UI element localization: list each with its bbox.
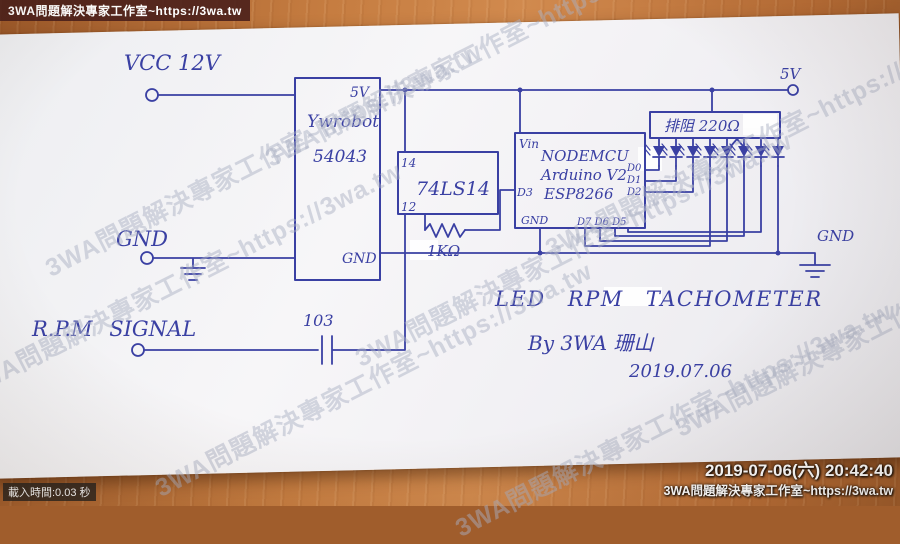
led-icon (738, 146, 750, 157)
whiteout-patch (743, 114, 777, 135)
regulator-box (294, 77, 381, 281)
inverter-name: 74LS14 (416, 178, 490, 200)
regulator-model: 54043 (313, 147, 367, 167)
mcu-name-2: Arduino V2 (539, 166, 627, 184)
gnd-left-label: GND (116, 227, 168, 251)
inverter-box (397, 151, 499, 215)
vcc-terminal (145, 88, 159, 102)
caret-mark (730, 138, 744, 147)
whiteout-patch (410, 240, 438, 260)
whiteout-patches (410, 114, 777, 306)
regulator-pin-5v: 5V (350, 85, 371, 101)
junction-dot (537, 250, 543, 256)
led-routing-wires (584, 165, 779, 254)
diagram-byline: By 3WA 珊山 (527, 331, 655, 355)
resistor-network-box (649, 111, 781, 139)
junction-dot (775, 250, 781, 256)
junction-dot (709, 87, 715, 93)
regulator-name: Ywrobot (307, 112, 379, 132)
mcu-pins-bottom: D7 D6 D5 (576, 217, 627, 228)
load-time-badge: 載入時間:0.03 秒 (3, 483, 96, 501)
site-watermark: 3WA問題解決專家工作室~https://3wa.tw (663, 484, 893, 498)
junction-dots (402, 87, 781, 256)
junction-dot (517, 87, 523, 93)
inverter-pin-12: 12 (401, 200, 416, 214)
diagram-date: 2019.07.06 (628, 361, 732, 382)
mcu-pin-d3: D3 (516, 186, 533, 199)
led-emission-arrows (644, 143, 770, 156)
rail-5v-terminal (787, 84, 799, 96)
diagram-title: LED RPM TACHOMETER (494, 287, 823, 311)
vcc-label: VCC 12V (124, 51, 222, 75)
rpm-signal-label: R.P.M SIGNAL (31, 317, 196, 341)
mcu-name-1: NODEMCU (540, 147, 630, 165)
gnd-terminal (140, 251, 154, 265)
led-icon (687, 146, 699, 157)
led-icon (755, 146, 767, 157)
led-icon (772, 146, 784, 157)
led-icon (670, 146, 682, 157)
led-icon (721, 146, 733, 157)
mcu-pin-vin: Vin (519, 137, 539, 151)
led-leads (652, 137, 785, 167)
led-icon (704, 146, 716, 157)
resistor-1k-zigzag (424, 223, 466, 238)
mcu-pin-d1: D1 (626, 175, 641, 186)
top-left-watermark-badge: 3WA問題解決專家工作室~https://3wa.tw (0, 0, 250, 21)
mcu-pin-gnd: GND (521, 214, 548, 227)
whiteout-patch (604, 287, 662, 306)
led-row (653, 146, 784, 157)
gnd-right-label: GND (817, 227, 854, 245)
inverter-pin-14: 14 (401, 156, 416, 170)
mcu-name-3: ESP8266 (543, 185, 614, 203)
timestamp: 2019-07-06(六) 20:42:40 (704, 461, 893, 480)
mcu-pin-d0: D0 (626, 163, 642, 174)
resistor-label: 1KΩ (427, 242, 460, 260)
led-icon (653, 146, 665, 157)
resistor-network-label: 排阻 220Ω (664, 117, 740, 135)
junction-dot (402, 87, 408, 93)
mcu-pin-d2: D2 (626, 187, 641, 198)
circuit-diagram: VCC 12V 5V Ywrobot 54043 5V GND 74LS14 1… (31, 51, 854, 382)
wires (143, 89, 831, 365)
rail-5v-label: 5V (780, 65, 803, 83)
rpm-terminal (131, 343, 145, 357)
capacitor-label: 103 (303, 311, 334, 330)
regulator-pin-gnd: GND (342, 251, 377, 267)
